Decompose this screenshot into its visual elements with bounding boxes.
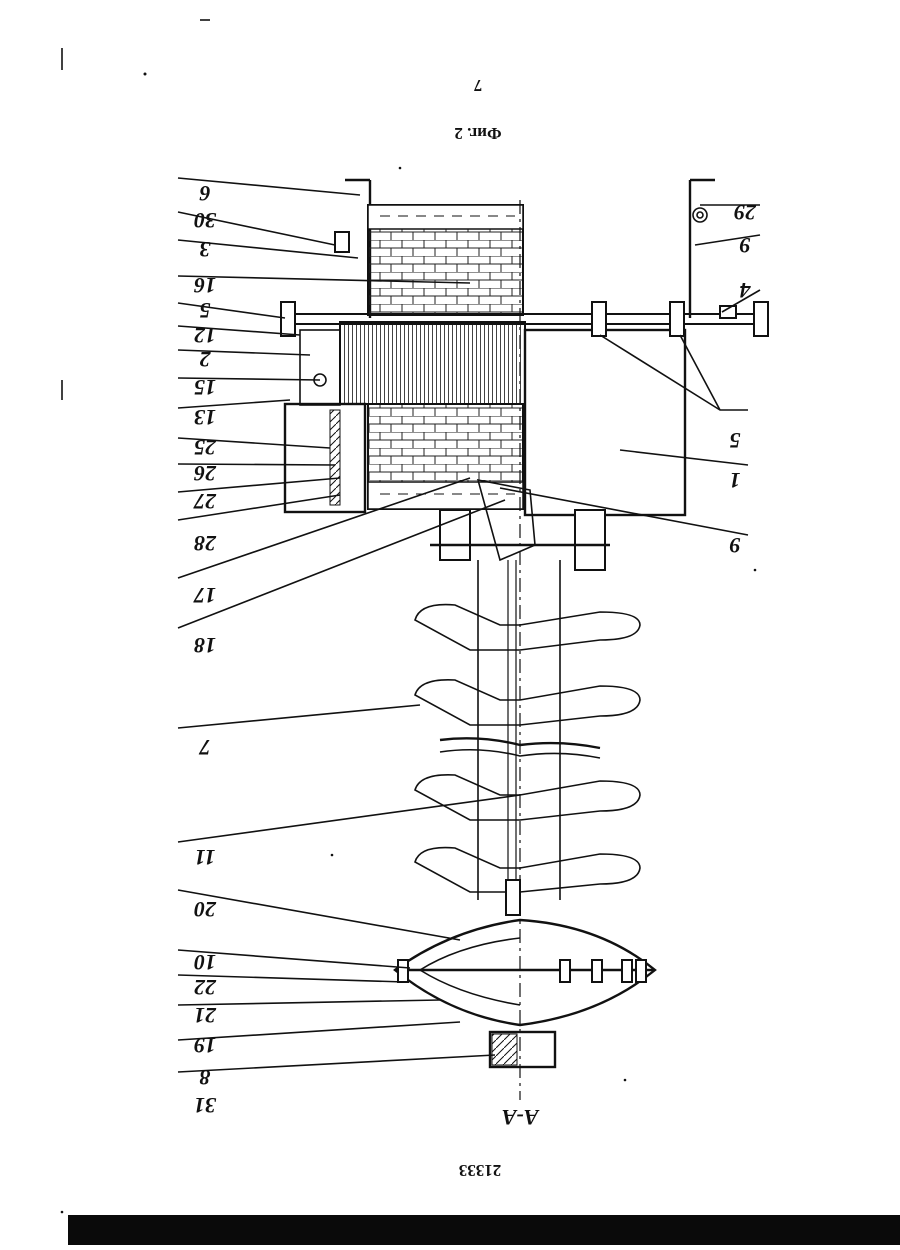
insulator-sheds — [415, 605, 640, 892]
callout-2: 2 — [200, 347, 212, 372]
scan-edge-bar — [68, 1215, 900, 1245]
callout-4: 4 — [740, 278, 752, 303]
callout-26: 26 — [194, 461, 217, 486]
callout-9-right: 9 — [740, 233, 751, 258]
callout-5-left: 5 — [200, 298, 211, 323]
callout-8: 8 — [200, 1065, 211, 1090]
callout-9-bottom: 9 — [730, 533, 741, 558]
callout-29: 29 — [734, 200, 757, 225]
callout-17: 17 — [193, 583, 216, 608]
terminal-box — [285, 404, 365, 512]
housing — [525, 330, 685, 515]
callout-22: 22 — [194, 975, 217, 1000]
callout-25: 25 — [194, 435, 217, 460]
callout-27: 27 — [193, 489, 217, 514]
callout-31: 31 — [194, 1093, 217, 1118]
callout-18: 18 — [194, 633, 216, 658]
callout-13: 13 — [194, 405, 216, 430]
callout-30: 30 — [194, 208, 217, 233]
callout-5-right: 5 — [730, 428, 741, 453]
callout-28: 28 — [194, 531, 217, 556]
callout-16: 16 — [194, 273, 216, 298]
transformer-assembly — [281, 180, 768, 1100]
callout-20: 20 — [194, 897, 217, 922]
lifting-eye — [693, 208, 707, 222]
callout-19: 19 — [194, 1033, 216, 1058]
callout-12: 12 — [194, 323, 216, 348]
callout-6-top: 6 — [200, 181, 211, 206]
callout-15: 15 — [194, 375, 216, 400]
callout-10: 10 — [194, 950, 216, 975]
document-number: 21333 — [459, 1161, 502, 1180]
page-number: 7 — [473, 76, 482, 95]
callout-11: 11 — [195, 845, 216, 870]
margin-marks — [62, 20, 210, 400]
callout-1: 1 — [730, 468, 741, 493]
section-label: А-А — [502, 1105, 541, 1130]
insulator-column — [415, 480, 640, 915]
core-stack — [340, 322, 525, 404]
bottom-fitting — [395, 920, 655, 1067]
callout-3: 3 — [200, 237, 212, 262]
figure-caption: Фиг. 2 — [454, 124, 501, 143]
callout-7: 7 — [199, 735, 211, 760]
callout-21: 21 — [194, 1003, 217, 1028]
